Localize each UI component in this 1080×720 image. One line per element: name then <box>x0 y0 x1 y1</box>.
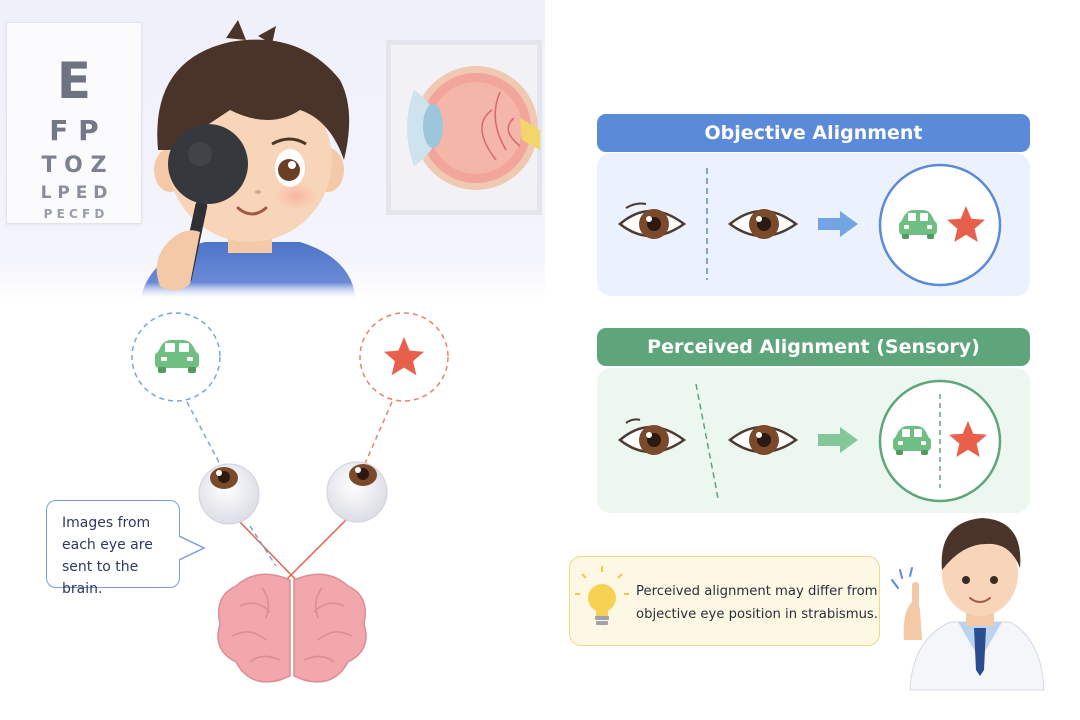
eye-icon <box>198 463 260 525</box>
arrow-right-icon <box>818 427 858 453</box>
chart-row-1: E <box>56 52 92 110</box>
objective-right-eye <box>727 209 799 239</box>
doctor <box>891 518 1045 691</box>
chart-row-5: P E C F D <box>43 207 105 221</box>
tip-text: Perceived alignment may differ from obje… <box>636 580 881 626</box>
bubble-text: Images from each eye are sent to the bra… <box>62 512 177 600</box>
chart-row-2: F P <box>49 114 99 147</box>
eye-icon <box>326 461 388 523</box>
car-icon <box>899 210 937 239</box>
perceived-midline <box>695 383 719 499</box>
bubble-line-1: Images from <box>62 515 151 531</box>
star-sightline <box>363 401 393 467</box>
child-patient <box>140 20 356 300</box>
optic-dashed-left <box>249 525 277 567</box>
star-icon <box>384 337 424 376</box>
chart-row-3: T O Z <box>41 153 107 178</box>
car-sightline <box>186 401 223 469</box>
car-icon <box>893 426 931 455</box>
speech-bubble-tail <box>178 535 206 561</box>
car-icon <box>155 340 199 373</box>
bubble-line-2: each eye are <box>62 537 153 553</box>
objective-left-eye <box>618 202 687 239</box>
snellen-eye-chart: E F P T O Z L P E D P E C F D <box>6 22 142 224</box>
chart-row-4: L P E D <box>40 183 108 203</box>
tip-line-2: objective eye position in strabismus. <box>636 607 878 622</box>
star-icon <box>947 206 985 242</box>
eye-cross-section-icon <box>407 66 540 190</box>
objective-result-circle <box>878 163 1002 287</box>
perceived-right-eye <box>727 425 799 455</box>
objective-alignment-title: Objective Alignment <box>597 114 1030 152</box>
lightbulb-icon <box>575 566 629 625</box>
perceived-left-eye <box>618 418 687 455</box>
star-icon <box>949 421 987 457</box>
brain-icon <box>217 573 367 683</box>
arrow-right-icon <box>818 211 858 237</box>
perceived-alignment-title: Perceived Alignment (Sensory) <box>597 328 1030 366</box>
tip-box <box>569 556 880 646</box>
optic-line-left <box>237 519 299 583</box>
optic-line-right <box>283 517 349 583</box>
tip-line-1: Perceived alignment may differ from <box>636 584 878 599</box>
bubble-line-3: sent to the brain. <box>62 559 139 597</box>
